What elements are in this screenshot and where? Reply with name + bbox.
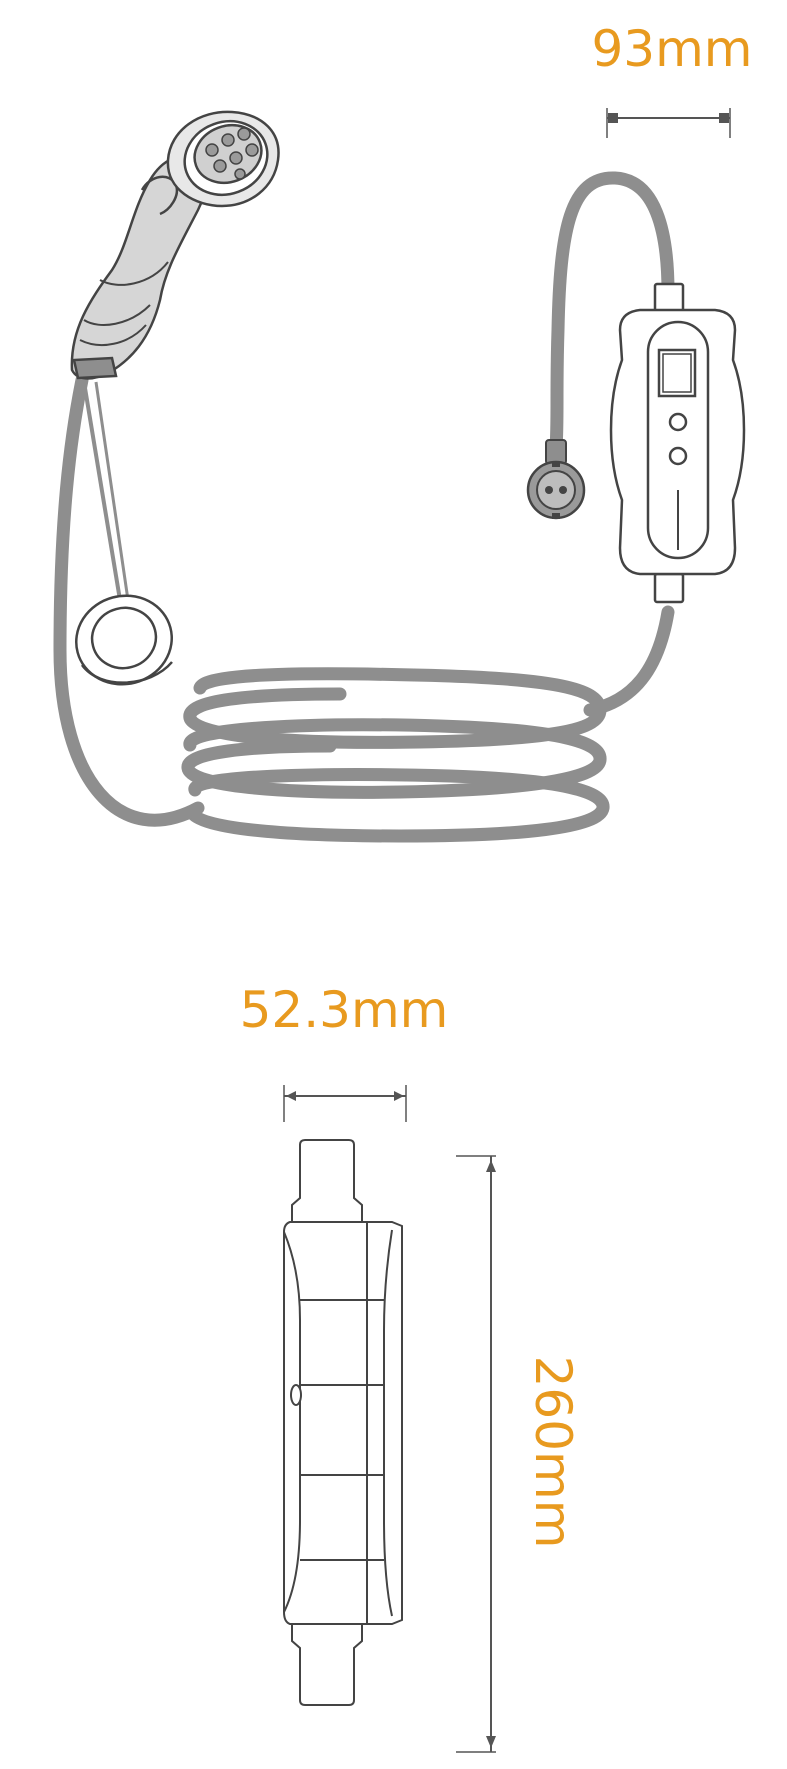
depth-dimension: 52.3mm	[240, 981, 449, 1122]
schuko-plug-icon	[526, 439, 586, 520]
width-dimension: 93mm	[591, 20, 753, 138]
control-box-front	[609, 282, 746, 604]
coiled-cable	[53, 373, 675, 843]
dust-cap-icon	[75, 381, 173, 686]
schuko-cable	[549, 171, 675, 455]
depth-label: 52.3mm	[240, 981, 449, 1039]
charger-with-cable-illustration	[53, 110, 746, 843]
type2-connector-icon	[70, 110, 280, 380]
height-dimension: 260mm	[456, 1155, 582, 1753]
width-label: 93mm	[591, 20, 752, 78]
control-box-side-view	[283, 1139, 403, 1706]
height-label: 260mm	[524, 1356, 582, 1549]
